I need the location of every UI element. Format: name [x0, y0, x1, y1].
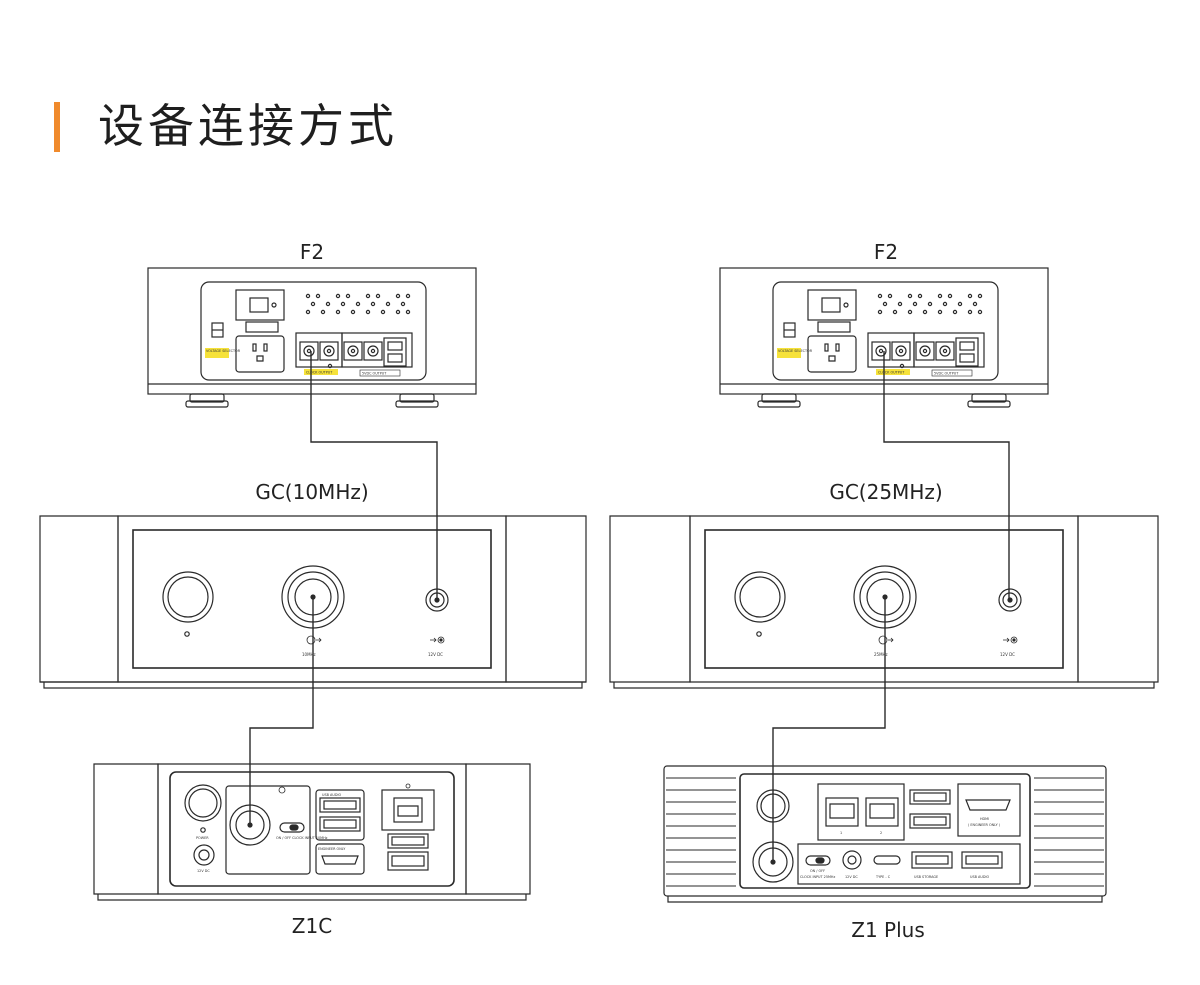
svg-text:CLOCK INPUT 25MHz: CLOCK INPUT 25MHz: [800, 875, 835, 879]
svg-text:ON / OFF CLOCK INPUT 10MHz: ON / OFF CLOCK INPUT 10MHz: [276, 836, 328, 840]
cable-f2-to-gc-right: [883, 351, 1010, 600]
svg-text:5VDC OUTPUT: 5VDC OUTPUT: [362, 372, 387, 376]
label-gc-right: GC(25MHz): [829, 480, 943, 504]
vent-holes: [305, 293, 411, 315]
f2-right-device: VOLTAGE SELECTOR CLOCK OUTPUT 5VDC OUTPU…: [719, 267, 1049, 408]
svg-text:POWER: POWER: [196, 836, 209, 840]
svg-text:12V DC: 12V DC: [1000, 652, 1015, 657]
svg-text:USB STORAGE: USB STORAGE: [914, 875, 938, 879]
label-gc-left: GC(10MHz): [255, 480, 369, 504]
svg-text:ON / OFF: ON / OFF: [810, 869, 825, 873]
svg-text:USB AUDIO: USB AUDIO: [322, 793, 341, 797]
svg-text:12V DC: 12V DC: [428, 652, 443, 657]
svg-text:12V DC: 12V DC: [845, 875, 858, 879]
label-z1plus: Z1 Plus: [851, 918, 925, 942]
clock-output-port-1: [299, 341, 319, 361]
svg-text:5VDC OUTPUT: 5VDC OUTPUT: [934, 372, 959, 376]
page-title: 设备连接方式: [98, 99, 398, 153]
svg-text:USB AUDIO: USB AUDIO: [970, 875, 989, 879]
gc-right-device: 25MHz 12V DC: [609, 515, 1159, 689]
svg-text:1: 1: [840, 831, 842, 835]
svg-text:2: 2: [880, 831, 882, 835]
svg-text:CLOCK OUTPUT: CLOCK OUTPUT: [306, 371, 333, 375]
power-switch-icon: [249, 297, 269, 313]
svg-text:10MHz: 10MHz: [302, 652, 316, 657]
svg-text:( ENGINEER ONLY ): ( ENGINEER ONLY ): [968, 823, 1001, 827]
cable-f2-to-gc-left: [310, 351, 438, 600]
z1plus-fins: [666, 777, 1104, 887]
label-z1c: Z1C: [291, 914, 333, 938]
svg-text:CLOCK OUTPUT: CLOCK OUTPUT: [878, 371, 905, 375]
connection-cables: [249, 351, 1010, 862]
svg-text:ENGINEER ONLY: ENGINEER ONLY: [318, 847, 346, 851]
cable-gc-to-z1c: [249, 597, 314, 825]
power-inlet-icon: [235, 335, 285, 373]
svg-text:TYPE - C: TYPE - C: [875, 875, 891, 879]
title-accent-bar: [54, 102, 60, 152]
svg-text:12V DC: 12V DC: [197, 869, 210, 873]
label-f2-left: F2: [299, 240, 325, 264]
z1c-device: POWER 12V DC ON / OFF CLOCK INPUT 10MHz …: [93, 763, 531, 901]
svg-text:VOLTAGE SELECTOR: VOLTAGE SELECTOR: [206, 349, 241, 353]
label-f2-right: F2: [873, 240, 899, 264]
svg-text:HDMI: HDMI: [980, 817, 989, 821]
svg-text:25MHz: 25MHz: [874, 652, 888, 657]
z1plus-device: 1 2 HDMI ( ENGINEER ONLY ) ON / OFF CLOC…: [663, 765, 1107, 903]
cable-gc-to-z1plus: [772, 597, 886, 862]
svg-text:VOLTAGE SELECTOR: VOLTAGE SELECTOR: [778, 349, 813, 353]
f2-left-device: VOLTAGE SELECTOR CLOCK OUTPUT 5: [147, 267, 477, 408]
voltage-selector-label: [205, 348, 229, 358]
